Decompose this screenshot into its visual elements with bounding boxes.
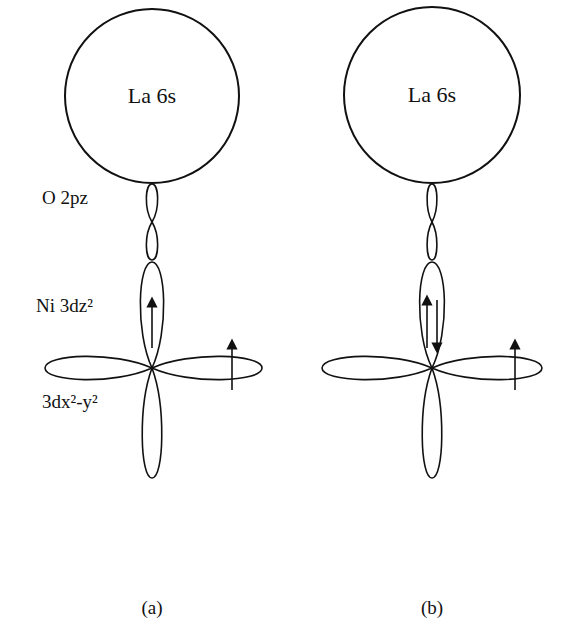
orbital-label: O 2pz <box>42 188 88 209</box>
spin-arrows <box>152 300 515 390</box>
orbital-lobes <box>45 184 542 478</box>
panel-label: (b) <box>421 598 443 619</box>
orbital-circle: La 6s <box>343 6 521 184</box>
orbital-circle: La 6s <box>64 8 240 184</box>
orbital-label: La 6s <box>408 83 456 107</box>
orbital-label: La 6s <box>128 84 176 108</box>
panel-label: (a) <box>141 598 162 619</box>
orbital-label: 3dx²-y² <box>42 392 98 413</box>
orbital-label: Ni 3dz² <box>36 296 93 317</box>
